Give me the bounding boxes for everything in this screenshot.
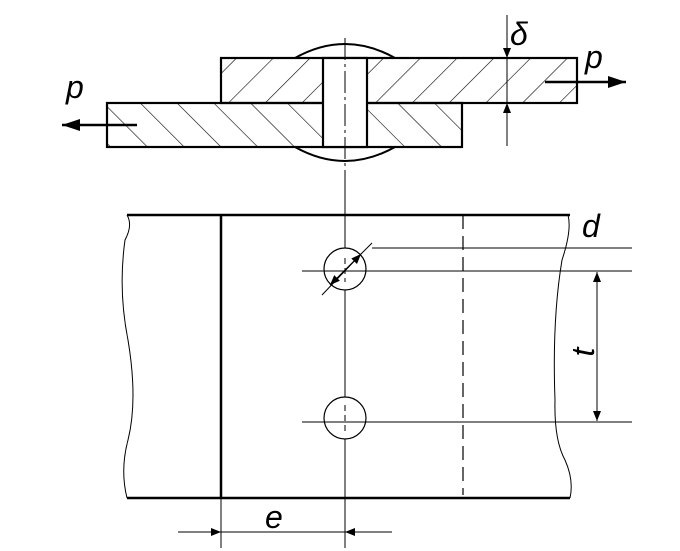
diameter-arrow-2 bbox=[329, 242, 373, 286]
plan-view: d t e bbox=[121, 170, 632, 548]
section-view: p p δ bbox=[62, 15, 626, 170]
diameter-label: d bbox=[582, 208, 601, 244]
lower-plate bbox=[105, 101, 464, 149]
pitch-label: t bbox=[565, 346, 601, 356]
break-line-left bbox=[121, 214, 134, 499]
rivet-head-bottom bbox=[294, 146, 396, 162]
thickness-label: δ bbox=[510, 16, 529, 52]
force-label-left: p bbox=[65, 69, 84, 105]
edge-distance-label: e bbox=[265, 499, 283, 535]
force-label-right: p bbox=[584, 39, 603, 75]
upper-plate bbox=[219, 56, 579, 105]
